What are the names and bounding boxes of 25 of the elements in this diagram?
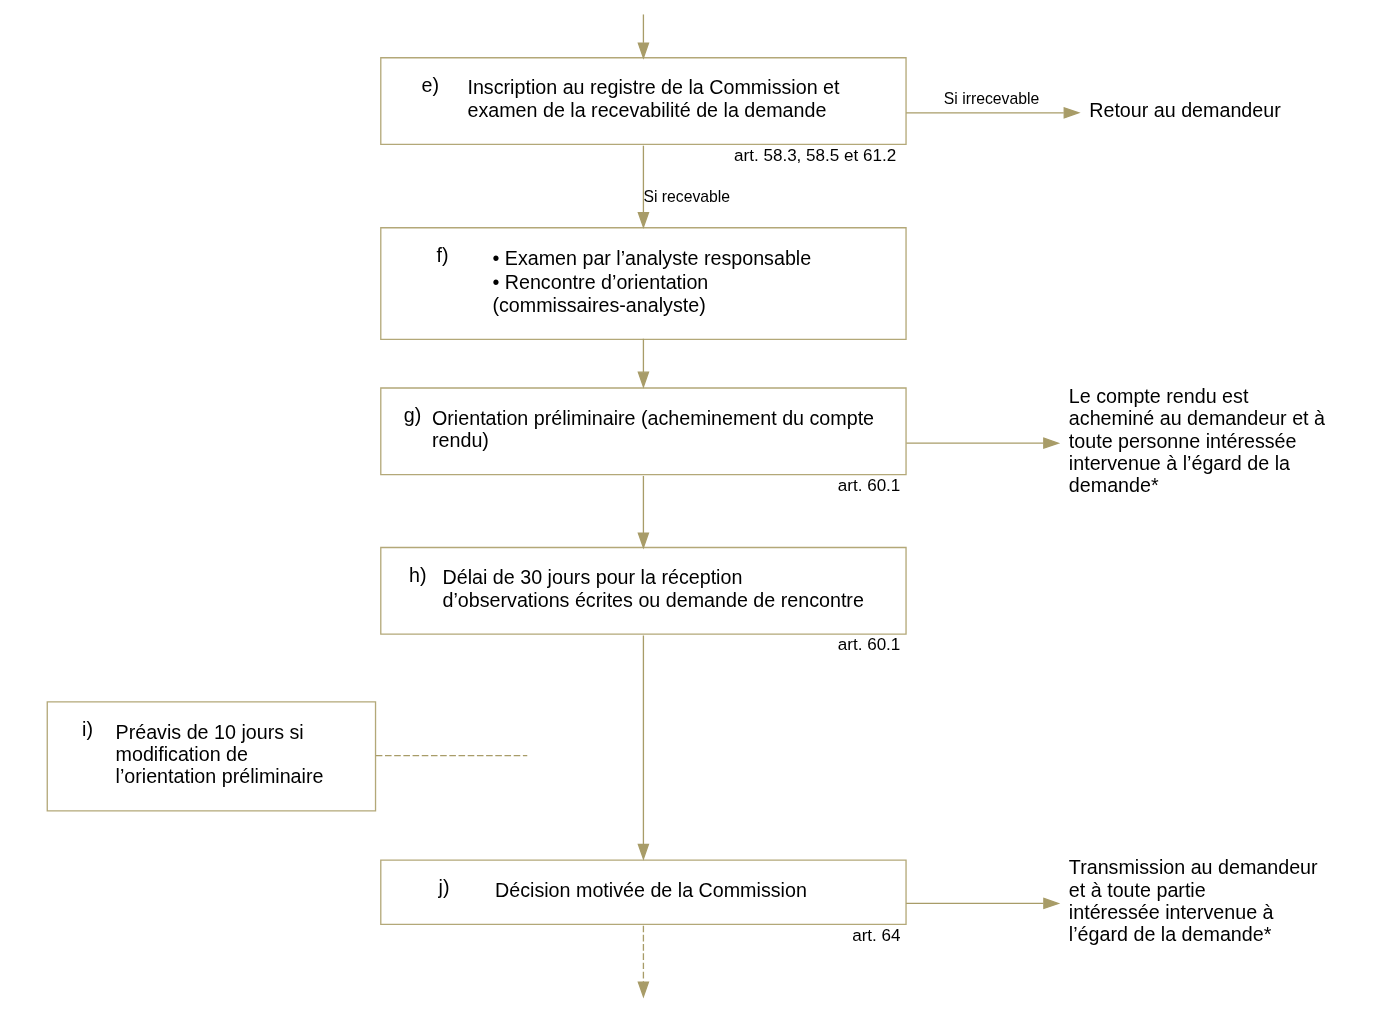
node-text: Retour au demandeur <box>1089 99 1281 122</box>
arrow <box>905 437 1061 450</box>
node-box: f) • Examen par l’analyste responsable • Rencontre d’orientation (commissaires-analyste) <box>380 227 907 341</box>
arrow <box>637 13 650 60</box>
node-label: art. 64 <box>852 925 901 945</box>
node-box: j) Décision motivée de la Commission <box>380 859 907 926</box>
arrow <box>637 634 650 861</box>
node-box: g) Orientation préliminaire (acheminement du compte rendu) <box>380 387 907 476</box>
node-label: art. 58.3, 58.5 et 61.2 <box>734 145 897 165</box>
node-label: art. 60.1 <box>837 635 901 655</box>
arrow <box>637 338 650 389</box>
edge-label: Si irrecevable <box>943 90 1040 108</box>
node-box: e) Inscription au registre de la Commission et examen de la recevabilité de la demande <box>380 57 907 146</box>
node-text: Transmission au demandeur et à toute partie intéressée intervenue à l’égard de la demande* <box>1068 856 1318 946</box>
arrow <box>637 475 650 550</box>
arrow <box>637 145 650 230</box>
node-text: Le compte rendu est acheminé au demandeur et à toute personne intéressée intervenue à l’égard de la demande* <box>1068 385 1325 497</box>
arrow <box>637 925 650 999</box>
connector <box>375 755 528 757</box>
node-box: i) Préavis de 10 jours si modification de l’orientation préliminaire <box>46 701 377 812</box>
node-box: h) Délai de 30 jours pour la réception d’observations écrites ou demande de rencontre <box>380 546 907 635</box>
node-label: art. 60.1 <box>837 475 901 495</box>
arrow <box>905 106 1081 119</box>
edge-label: Si recevable <box>643 187 731 205</box>
arrow <box>905 897 1061 910</box>
